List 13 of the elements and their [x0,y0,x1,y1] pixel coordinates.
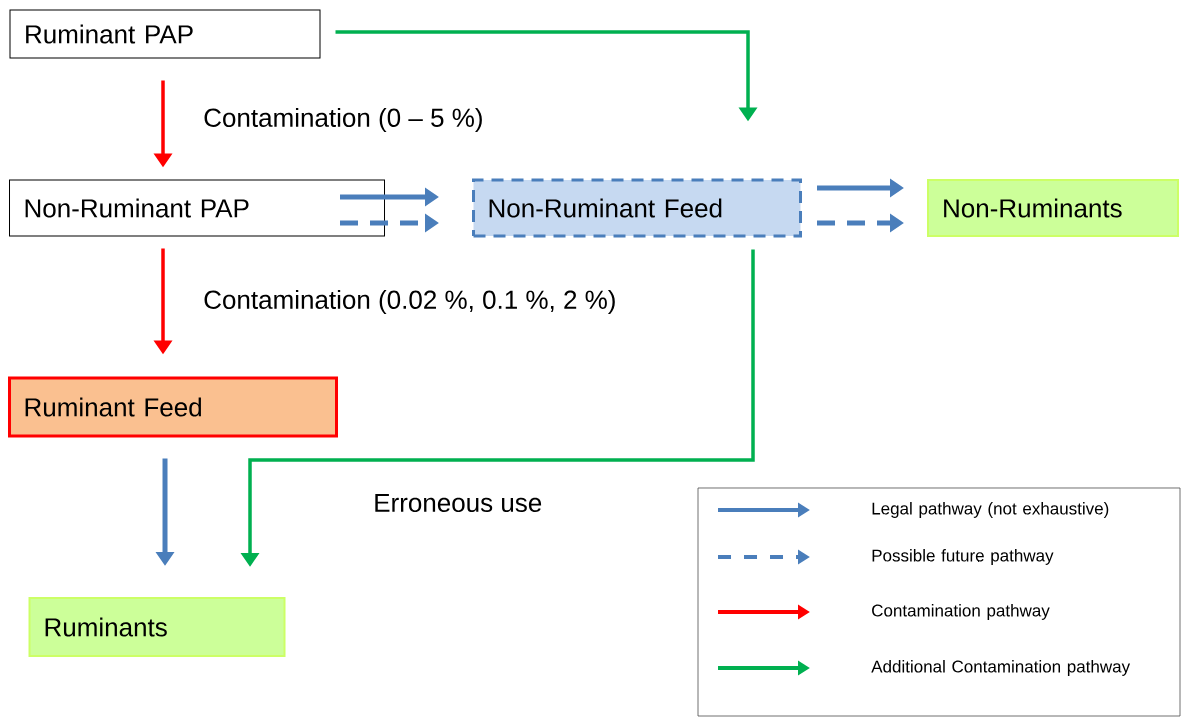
legend-text: Additional Contamination pathway [871,660,1131,676]
process-box: Non-Ruminant PAP [9,179,385,237]
legend-text: Contamination pathway [872,604,1050,620]
process-box: Non-Ruminant Feed [472,178,802,238]
process-box: Ruminant Feed [8,376,338,438]
process-box: Non-Ruminants [927,179,1179,237]
legend-text: Legal pathway (not exhaustive) [872,502,1109,518]
edge-label: Contamination (0 – 5 %) [204,107,482,133]
edge-label: Erroneous use [375,493,542,513]
process-box: Ruminants [28,597,286,657]
process-box: Ruminant PAP [9,9,321,59]
legend-text: Possible future pathway [872,549,1054,565]
edge-label: Contamination (0.02 %, 0.1 %, 2 %) [204,289,615,315]
